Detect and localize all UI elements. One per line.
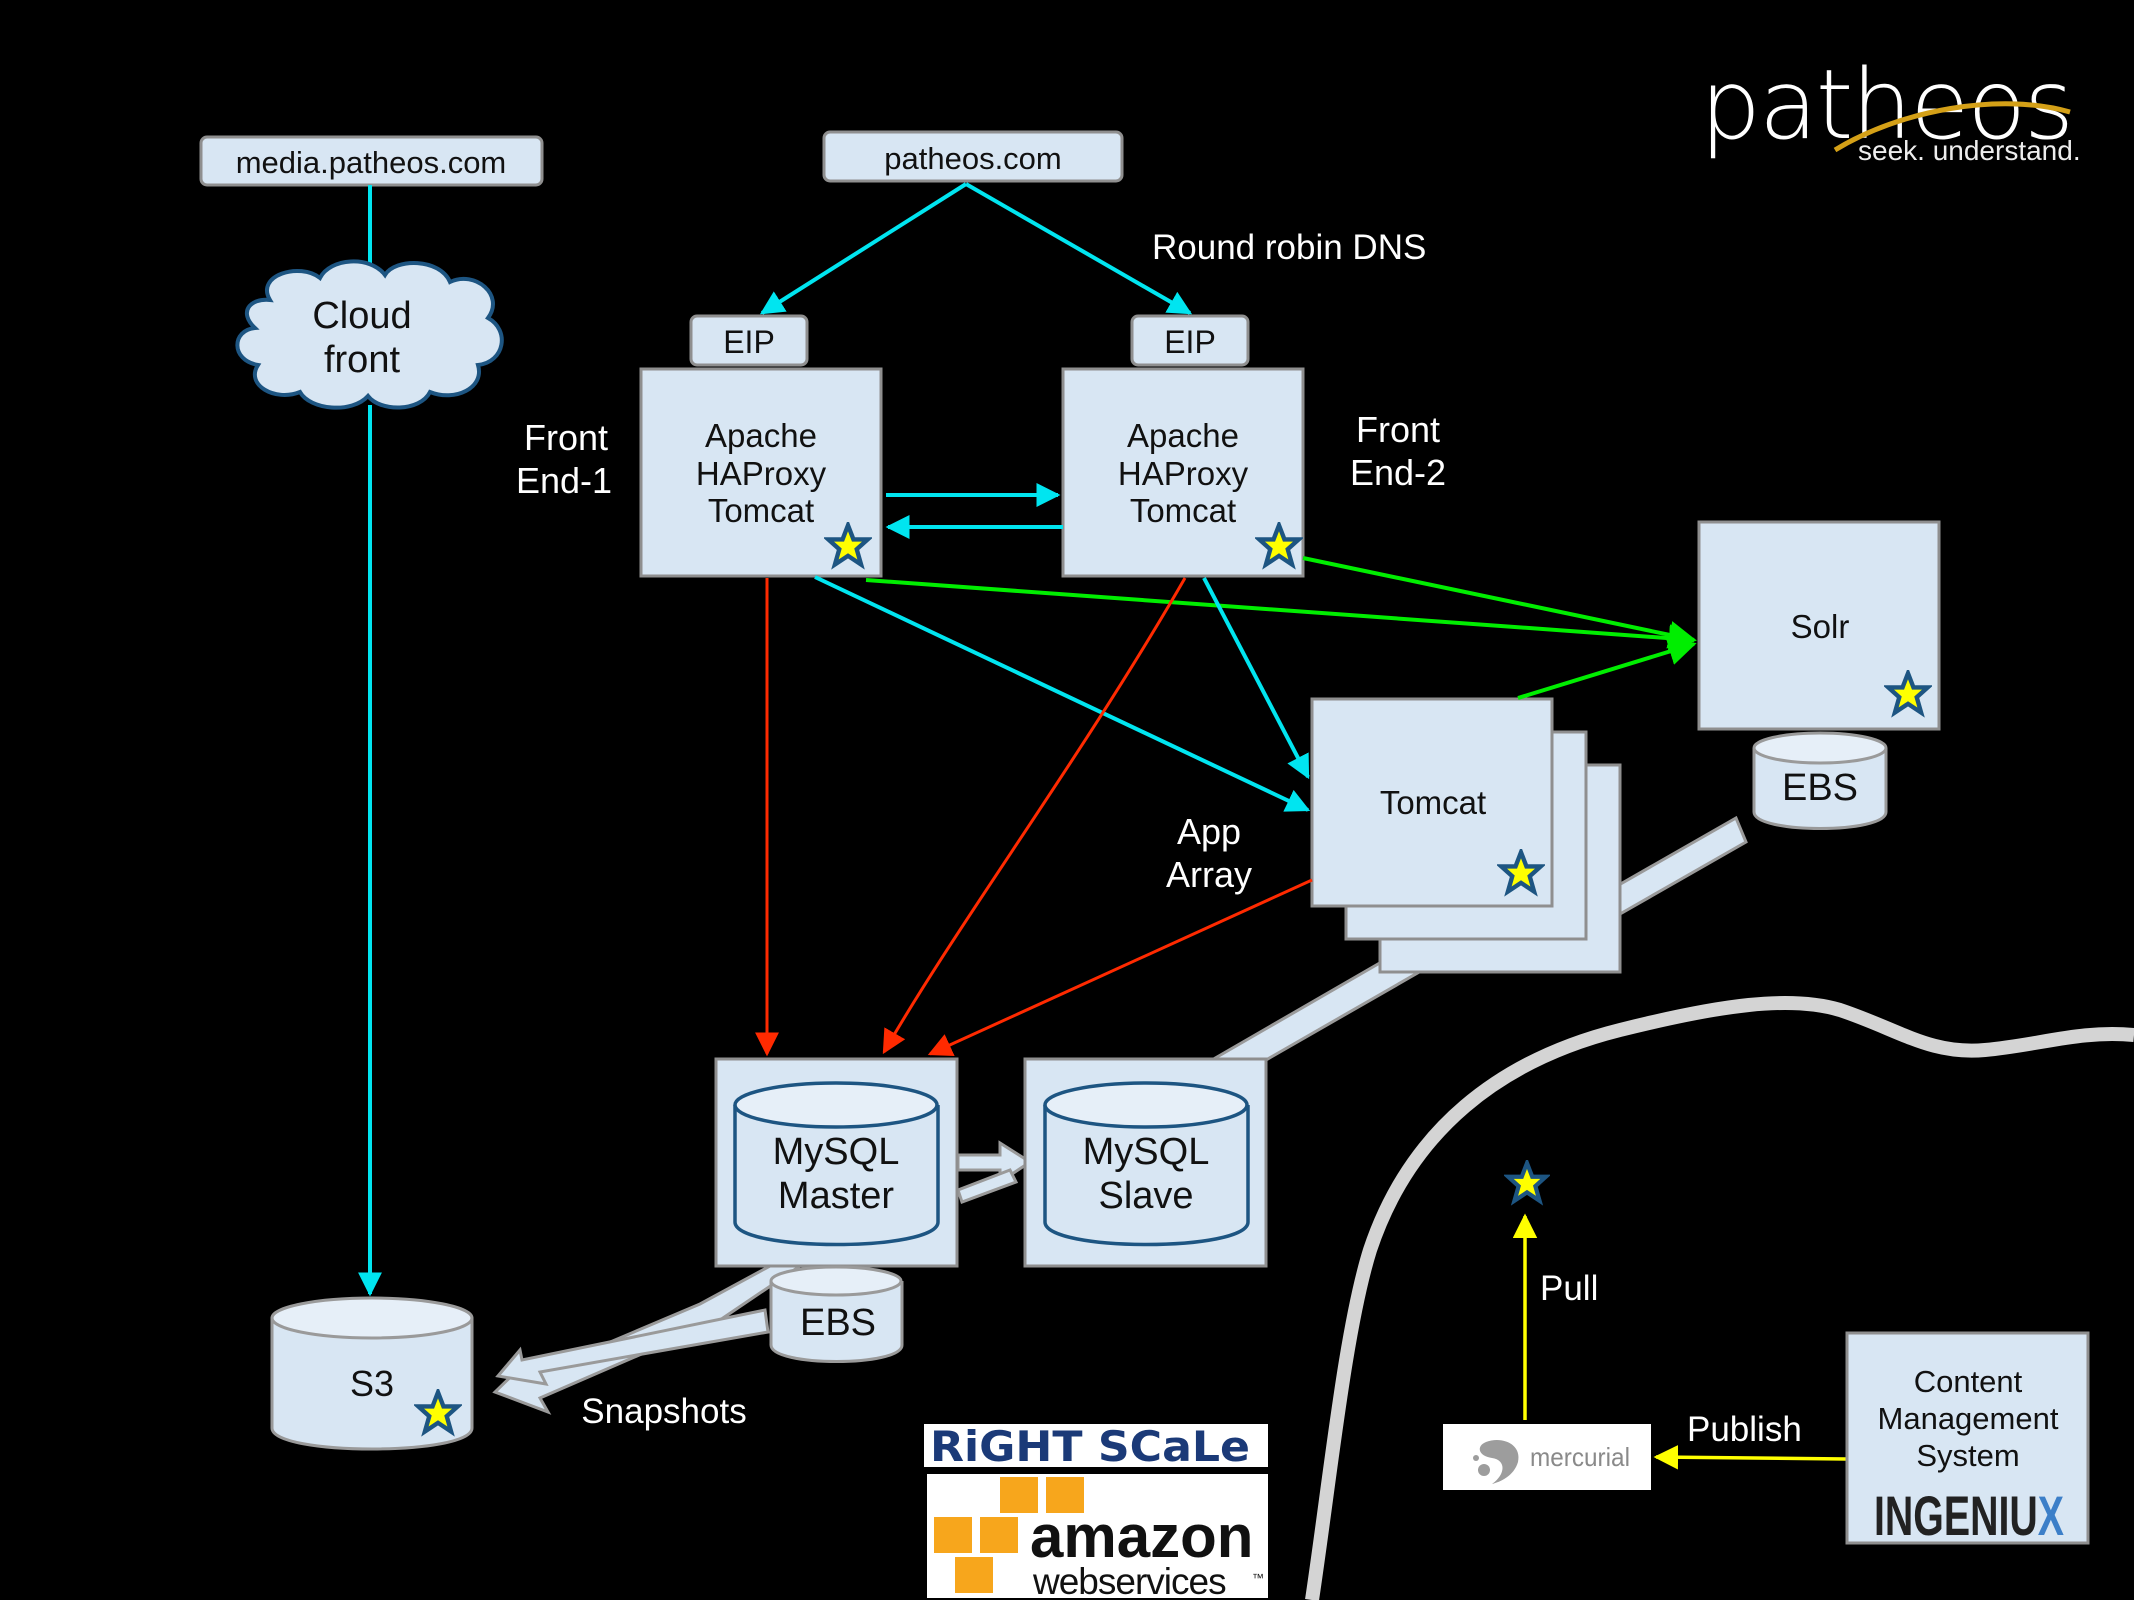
s3-label: S3 [350, 1363, 394, 1404]
main-domain-node[interactable]: patheos.com [822, 130, 1124, 183]
mysql-master-node[interactable]: MySQL Master [714, 1057, 959, 1268]
frontend1-node[interactable]: Apache HAProxy Tomcat [639, 367, 883, 578]
fe2-to-solr-arrow [1302, 556, 1697, 649]
tomcat-array-node[interactable]: Tomcat [1310, 697, 1622, 974]
app-array-label-2: Array [1166, 854, 1252, 895]
dns-to-eip2-arrow [965, 182, 1193, 315]
tomcat-to-solr-arrow [1517, 638, 1697, 700]
mercurial-node[interactable]: mercurial [1443, 1424, 1651, 1490]
aws-trademark: ™ [1252, 1571, 1264, 1585]
mysql-master-line-1: MySQL [773, 1131, 900, 1173]
solr-ebs-label: EBS [1782, 767, 1858, 809]
frontend2-line-2: HAProxy [1118, 455, 1249, 492]
patheos-logo: patheos seek. understand. [1700, 49, 2081, 166]
tomcat-to-master-arrow [927, 878, 1313, 1056]
master-ebs-label: EBS [800, 1302, 876, 1344]
s3-node[interactable]: S3 [270, 1296, 474, 1451]
frontend1-line-3: Tomcat [708, 492, 814, 529]
cloud-icon [235, 259, 504, 410]
master-ebs-node[interactable]: EBS [769, 1265, 904, 1363]
fe1-to-tomcat-arrow [814, 575, 1311, 812]
dns-to-eip1-arrow [759, 182, 968, 315]
publish-arrow [1653, 1444, 1847, 1470]
cloudfront-label-2: front [324, 339, 400, 381]
front-end-2-label-1: Front [1356, 409, 1440, 450]
eip2-node[interactable]: EIP [1130, 314, 1250, 367]
eip1-label: EIP [723, 324, 775, 360]
fe2-to-tomcat-arrow [1202, 577, 1310, 780]
aws-amazon-text: amazon [1030, 1503, 1253, 1570]
master-to-slave-replication-arrow [956, 1140, 1033, 1204]
rightscale-text: RiGHT SCaLe [930, 1422, 1250, 1471]
pull-label: Pull [1540, 1269, 1598, 1308]
mysql-slave-line-2: Slave [1098, 1175, 1193, 1217]
frontend2-node[interactable]: Apache HAProxy Tomcat [1061, 367, 1305, 578]
aws-cubes-icon [934, 1477, 1084, 1593]
aws-webservices-text: webservices [1032, 1561, 1226, 1600]
mysql-slave-line-1: MySQL [1083, 1131, 1210, 1173]
frontend2-line-1: Apache [1127, 417, 1239, 454]
solr-ebs-node[interactable]: EBS [1752, 731, 1888, 830]
fe1-to-solr-arrow [865, 578, 1697, 653]
cms-node[interactable]: Content Management System INGENIUX [1845, 1331, 2090, 1547]
fe2-to-master-arrow [882, 577, 1187, 1055]
cms-line-2: Management [1878, 1401, 2059, 1436]
main-domain-label: patheos.com [884, 141, 1062, 176]
tomcat-array-label: Tomcat [1380, 784, 1486, 821]
frontend1-line-1: Apache [705, 417, 817, 454]
cloudfront-label-1: Cloud [312, 295, 411, 337]
solr-node[interactable]: Solr [1697, 520, 1941, 731]
mercurial-drop-icon [1473, 1440, 1519, 1484]
logo-tagline: seek. understand. [1858, 135, 2081, 166]
front-end-2-label-2: End-2 [1350, 452, 1446, 493]
eip2-label: EIP [1164, 324, 1216, 360]
snapshots-label: Snapshots [581, 1392, 746, 1431]
aws-logo: amazon webservices ™ [927, 1474, 1268, 1600]
snapshot-arrows [492, 1264, 805, 1415]
media-domain-label: media.patheos.com [236, 145, 507, 180]
deploy-target-star-icon [1508, 1163, 1546, 1201]
cloudfront-node[interactable]: Cloud front [235, 259, 504, 410]
content-zone-boundary [1305, 995, 2134, 1600]
rightscale-logo: RiGHT SCaLe [924, 1422, 1268, 1471]
app-array-label-1: App [1177, 811, 1241, 852]
publish-label: Publish [1687, 1410, 1802, 1449]
front-end-1-label-2: End-1 [516, 460, 612, 501]
cms-line-3: System [1916, 1438, 2019, 1473]
round-robin-dns-label: Round robin DNS [1152, 228, 1426, 267]
media-domain-node[interactable]: media.patheos.com [199, 135, 544, 187]
frontend2-line-3: Tomcat [1130, 492, 1236, 529]
mysql-slave-node[interactable]: MySQL Slave [1023, 1057, 1268, 1268]
eip1-node[interactable]: EIP [689, 314, 809, 367]
front-end-1-label-1: Front [524, 417, 608, 458]
mysql-master-line-2: Master [778, 1175, 894, 1217]
mercurial-label: mercurial [1530, 1442, 1630, 1472]
solr-label: Solr [1791, 608, 1850, 645]
ingeniux-logo-text: INGENIUX [1874, 1484, 2064, 1547]
frontend1-line-2: HAProxy [696, 455, 827, 492]
logo-swoosh [1833, 101, 2071, 153]
cms-line-1: Content [1914, 1364, 2023, 1399]
